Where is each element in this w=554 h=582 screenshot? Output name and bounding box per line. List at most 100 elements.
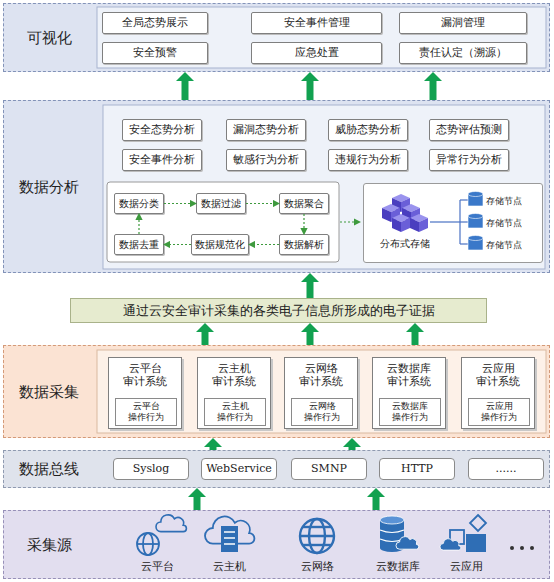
layer-title: 采集源 [4, 511, 94, 578]
cloud-host-icon [221, 526, 238, 552]
box-text: 数据分类 [115, 194, 163, 213]
arrow-head [367, 488, 385, 497]
process-step-box: 数据分类 [114, 193, 164, 214]
storage-node-icon [468, 194, 483, 206]
cloud-database-icon [380, 544, 404, 552]
box-text: HTTP [380, 459, 454, 479]
arrow-shaft [182, 81, 189, 100]
box-text: 通过云安全审计采集的各类电子信息所形成的电子证据 [71, 299, 486, 322]
audit-system-box: 云网络 审计系统云网络 操作行为 [284, 357, 358, 429]
box-text: ...... [469, 459, 543, 479]
storage-icon [382, 194, 428, 232]
cloud-host-icon [205, 516, 254, 543]
more-dots [510, 546, 514, 550]
operation-box: 云数据库 操作行为 [379, 398, 441, 426]
arrow-shaft [412, 332, 419, 345]
box-text: 数据聚合 [280, 194, 328, 213]
arrow-head [301, 323, 319, 332]
cloud-network-icon [303, 544, 331, 546]
storage-icon [382, 204, 400, 222]
storage-node-label: 存储节点 [486, 195, 536, 208]
arrow-shaft [373, 497, 380, 510]
box-text: WebService [202, 459, 276, 479]
system-name: 云网络 审计系统 [287, 362, 355, 388]
cloud-host-icon [205, 516, 254, 552]
cloud-host-icon [224, 537, 235, 539]
arrow-head [301, 273, 319, 282]
storage-wire [460, 221, 468, 222]
flow-arrow [301, 72, 319, 100]
cloud-network-icon [309, 519, 325, 553]
box-text: 安全预警 [103, 43, 207, 63]
storage-node-icon [468, 216, 483, 228]
layer-band: 可视化全局态势展示安全事件管理漏洞管理安全预警应急处置责任认定（溯源） [3, 3, 550, 72]
layer-title: 数据总线 [4, 451, 94, 487]
box-text: 安全事件管理 [252, 13, 381, 33]
box-text: 安全态势分析 [123, 120, 201, 140]
operation-box: 云主机 操作行为 [204, 398, 266, 426]
cloud-app-icon [450, 530, 464, 544]
storage-node-label: 存储节点 [486, 217, 536, 230]
audit-system-box: 云应用 审计系统云应用 操作行为 [461, 357, 535, 429]
box-text: 态势评估预测 [430, 120, 508, 140]
box-text: 异常行为分析 [430, 150, 508, 170]
process-step-box: 数据去重 [114, 234, 164, 255]
flow-arrow [196, 323, 214, 345]
process-step-box: 数据聚合 [279, 193, 329, 214]
cloud-app-icon [440, 539, 461, 550]
audit-system-box: 云主机 审计系统云主机 操作行为 [197, 357, 271, 429]
box-text: 威胁态势分析 [329, 120, 407, 140]
process-arrow [304, 214, 305, 234]
flow-arrow [301, 273, 319, 298]
system-name: 云应用 审计系统 [464, 362, 532, 388]
source-label: 云应用 [436, 559, 496, 574]
process-arrow [139, 214, 140, 234]
cloud-app-icon [440, 515, 486, 552]
function-box: 敏感行为分析 [226, 149, 306, 171]
arrow-head [196, 323, 214, 332]
storage-icon [392, 194, 410, 212]
source-label: 云数据库 [368, 559, 428, 574]
process-arrow [249, 244, 279, 245]
storage-icon [392, 214, 410, 232]
arrow-head [204, 438, 222, 447]
storage-wire [430, 200, 468, 244]
arrow-head [343, 438, 361, 447]
box-text: 数据解析 [280, 235, 328, 254]
flow-arrow [188, 488, 206, 510]
box-text: SMNP [292, 459, 366, 479]
process-arrow [249, 244, 279, 245]
audit-system-box: 云数据库 审计系统云数据库 操作行为 [372, 357, 446, 429]
arrow-head [424, 72, 442, 81]
function-box: 违规行为分析 [328, 149, 408, 171]
storage-node-icon [468, 238, 483, 250]
protocol-box: Syslog [113, 458, 189, 480]
box-text: 违规行为分析 [329, 150, 407, 170]
box-text: 云主机 操作行为 [205, 399, 265, 425]
more-dots [530, 546, 534, 550]
flow-arrow [424, 72, 442, 100]
arrow-shaft [349, 447, 356, 450]
process-arrow [303, 214, 304, 234]
cloud-platform-icon [137, 515, 186, 555]
box-text: 数据去重 [115, 235, 163, 254]
cloud-network-icon [300, 519, 334, 553]
more-dots [510, 546, 534, 550]
process-arrow [138, 214, 139, 234]
box-text: 漏洞态势分析 [227, 120, 305, 140]
cloud-platform-icon [156, 515, 186, 532]
flow-arrow [301, 323, 319, 345]
function-box: 漏洞态势分析 [226, 119, 306, 141]
operation-box: 云网络 操作行为 [291, 398, 353, 426]
arrow-head [188, 488, 206, 497]
flow-arrow [204, 438, 222, 450]
cloud-host-icon [224, 531, 235, 533]
operation-box: 云平台 操作行为 [115, 398, 177, 426]
cloud-database-icon [380, 516, 404, 524]
box-text: 敏感行为分析 [227, 150, 305, 170]
system-name: 云数据库 审计系统 [375, 362, 443, 388]
cloud-app-icon [466, 534, 486, 552]
storage-wire [459, 200, 460, 244]
